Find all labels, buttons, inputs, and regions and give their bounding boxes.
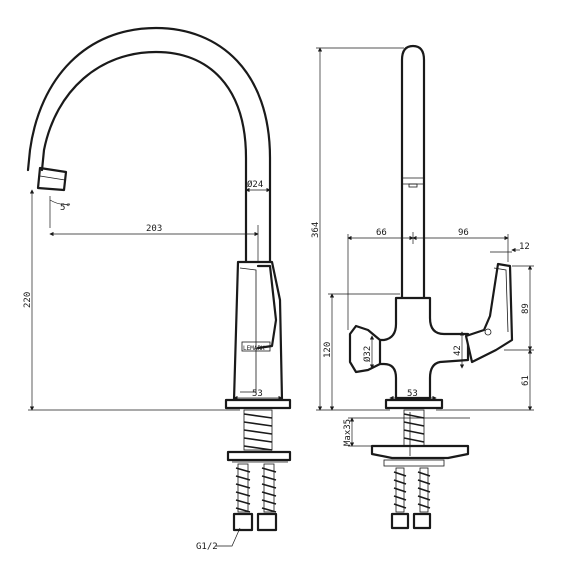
width-12-label: 12: [519, 242, 530, 252]
spout-inner: [26, 26, 272, 264]
height-89-label: 89: [521, 303, 531, 314]
total-height-label: 364: [311, 222, 321, 238]
base-left-label: 53: [252, 389, 263, 399]
height-42-label: 42: [453, 345, 463, 356]
height-61-label: 61: [521, 375, 531, 386]
base-plate-left: [224, 398, 292, 410]
angle-label: 5°: [60, 203, 71, 213]
spout-front: [400, 44, 426, 300]
thread-label: G1/2: [196, 542, 218, 552]
right-handle: [464, 262, 514, 364]
height-left-label: 220: [23, 292, 33, 308]
dia-32-label: Ø32: [362, 346, 373, 362]
width-66-label: 66: [376, 228, 387, 238]
mounting-assembly-left: [226, 409, 292, 532]
front-view: 364 66 96 12 89 61: [311, 44, 534, 530]
width-96-label: 96: [458, 228, 469, 238]
brand-badge: [241, 341, 271, 352]
spout-tip: [36, 166, 68, 192]
spout-outer: [40, 50, 248, 264]
max-35-label: Max35: [343, 419, 353, 446]
body-side: [232, 260, 284, 402]
side-view: 5° Ø24 203 LEMARK 220 53: [23, 26, 292, 552]
spout-diameter-label: Ø24: [247, 179, 263, 190]
mounting-assembly-right: [370, 409, 470, 530]
brand-label: LEMARK: [243, 345, 265, 352]
height-120-label: 120: [323, 342, 333, 358]
reach-label: 203: [146, 224, 162, 234]
base-right-label: 53: [407, 389, 418, 399]
base-plate-right: [384, 398, 444, 410]
